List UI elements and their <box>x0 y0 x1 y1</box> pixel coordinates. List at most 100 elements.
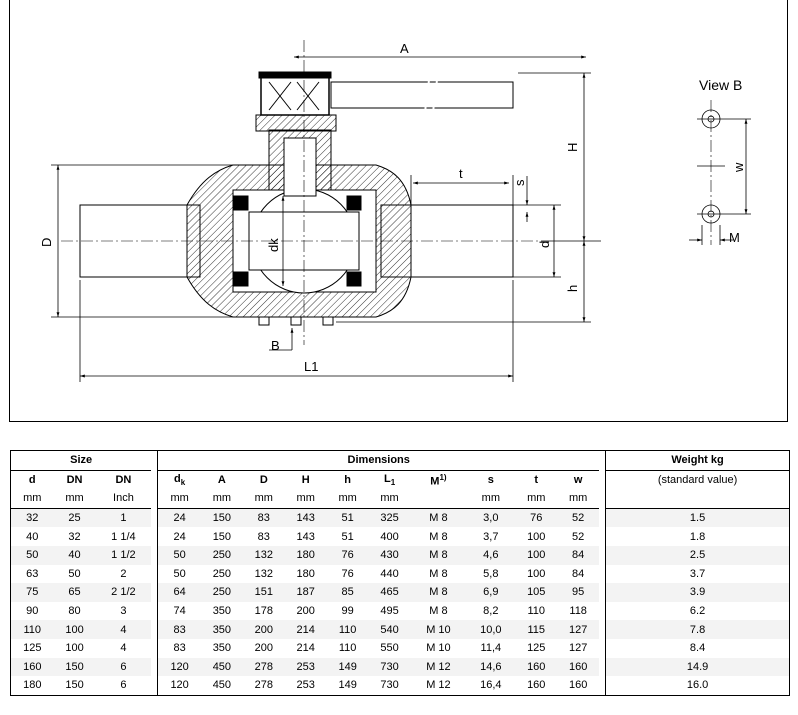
table-cell: 253 <box>284 657 327 677</box>
table-cell: 120 <box>157 676 201 696</box>
table-cell: 180 <box>296 567 315 580</box>
unit-cell: mm <box>157 489 201 509</box>
table-cell: 127 <box>557 620 600 639</box>
col-dn-inch: DN <box>115 473 132 486</box>
label-L1: L1 <box>304 359 318 374</box>
table-cell: 115 <box>515 620 558 639</box>
valve-body <box>61 40 541 345</box>
table-cell: 100 <box>53 620 96 639</box>
technical-drawing: A H h t s d D dk B L1 View B w M <box>9 0 788 422</box>
table-cell: 110 <box>9 620 54 639</box>
table-cell: 278 <box>242 657 285 677</box>
table-cell: 1 1/4 <box>111 530 136 543</box>
table-cell: 4 <box>120 642 127 655</box>
table-cell: 52 <box>557 508 600 528</box>
unit-cell: mm <box>557 489 600 509</box>
table-cell: 3.7 <box>605 564 790 584</box>
unit-cell: mm <box>9 489 54 509</box>
table-cell: 200 <box>254 642 273 655</box>
table-cell: M 8 <box>410 583 467 602</box>
col-L1: L1 <box>383 472 396 487</box>
label-d: d <box>537 241 552 248</box>
table-cell: M 10 <box>410 620 467 639</box>
table-cell: 7.8 <box>605 620 790 639</box>
table-cell: 50 <box>157 564 201 584</box>
col-w: w <box>573 473 583 486</box>
unit-cell <box>410 489 467 509</box>
col-H: H <box>301 473 310 486</box>
col-dn-mm: DN <box>66 473 83 486</box>
table-cell: 100 <box>515 545 558 565</box>
table-cell: 4 <box>95 620 152 639</box>
table-cell: 40 <box>9 527 54 546</box>
table-cell: 84 <box>557 545 600 565</box>
table-cell: 3,7 <box>483 530 499 543</box>
table-cell: 150 <box>200 508 243 528</box>
table-cell: 32 <box>9 508 54 528</box>
table-cell: M 8 <box>410 508 467 528</box>
table-cell: 150 <box>65 679 84 692</box>
table-cell: 5,8 <box>483 567 499 580</box>
dimension-lines <box>51 55 601 382</box>
weight-note: (standard value) <box>605 470 790 490</box>
table-cell: 90 <box>9 601 54 621</box>
unit-cell: mm <box>53 489 96 509</box>
label-D: D <box>39 238 54 247</box>
table-cell: 2.5 <box>605 545 790 565</box>
table-cell: 110 <box>527 605 546 618</box>
unit-cell: mm <box>515 489 558 509</box>
unit-cell: mm <box>242 489 285 509</box>
table-cell: 150 <box>53 657 96 677</box>
table-cell: 50 <box>157 545 201 565</box>
table-cell: M 8 <box>429 567 448 580</box>
table-cell: 151 <box>242 583 285 602</box>
table-cell: M 8 <box>410 545 467 565</box>
unit-cell: mm <box>466 489 516 509</box>
table-cell: 83 <box>157 620 201 639</box>
table-cell: 253 <box>296 679 315 692</box>
col-A: A <box>217 473 226 486</box>
table-cell: 14.9 <box>605 657 790 677</box>
table-cell: 465 <box>368 583 411 602</box>
table-cell: 83 <box>257 530 270 543</box>
table-cell: 250 <box>212 567 232 580</box>
table-cell: 143 <box>296 530 315 543</box>
unit-cell: mm <box>368 489 411 509</box>
table-cell: 105 <box>515 583 558 602</box>
table-cell: 495 <box>380 605 399 618</box>
table-cell: 2 1/2 <box>95 583 152 602</box>
table-cell: 83 <box>157 638 201 658</box>
label-t: t <box>459 166 463 181</box>
table-cell: M 8 <box>429 530 448 543</box>
table-cell: 178 <box>254 605 273 618</box>
unit-cell: mm <box>200 489 243 509</box>
table-cell: 52 <box>572 530 585 543</box>
table-cell: 6,9 <box>466 583 516 602</box>
table-cell: 50 <box>9 545 54 565</box>
table-cell: 200 <box>242 620 285 639</box>
unit-cell <box>605 489 790 509</box>
table-cell: 8.4 <box>605 638 790 658</box>
table-cell: 6 <box>95 657 152 677</box>
table-cell: 1 <box>95 508 152 528</box>
table-cell: 63 <box>9 564 54 584</box>
table-cell: M 12 <box>426 679 451 692</box>
label-H: H <box>565 143 580 152</box>
view-b-detail <box>689 100 751 245</box>
table-cell: 100 <box>527 530 546 543</box>
table-cell: 180 <box>9 676 54 696</box>
table-cell: 25 <box>53 508 96 528</box>
table-cell: 160 <box>9 657 54 677</box>
table-cell: 50 <box>68 567 81 580</box>
col-s: s <box>487 473 494 486</box>
table-cell: 51 <box>341 530 354 543</box>
table-cell: 6 <box>120 679 127 692</box>
col-t: t <box>534 473 539 486</box>
table-cell: 325 <box>368 508 411 528</box>
table-cell: 110 <box>326 620 369 639</box>
